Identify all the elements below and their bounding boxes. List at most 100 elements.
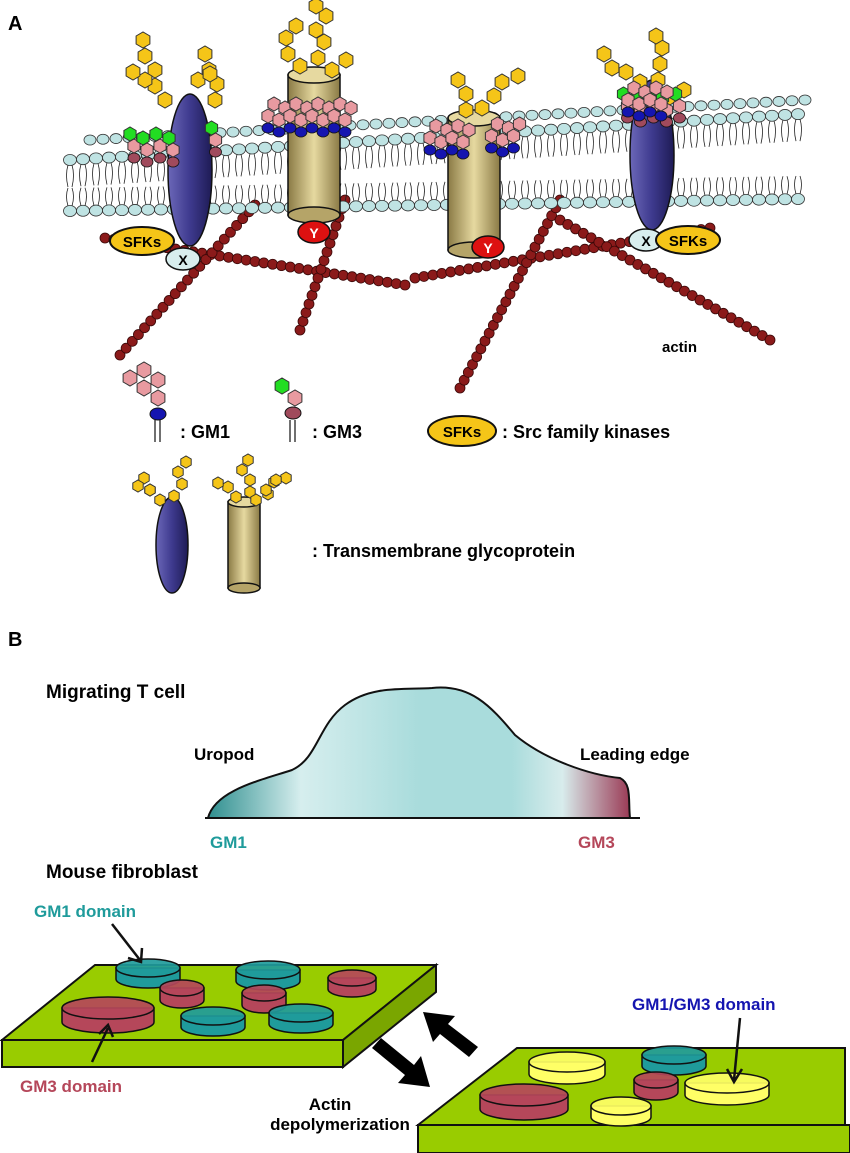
sugar-residue [510, 67, 526, 85]
lipid-head [726, 112, 740, 125]
lipid-tail [222, 155, 230, 178]
lipid-tail [274, 184, 282, 203]
gm3-domain-label: GM3 domain [20, 1077, 122, 1096]
gm1-sugar [423, 130, 437, 146]
sugar-residue [144, 483, 156, 497]
sugar-residue [652, 55, 668, 73]
gm1-headgroup [149, 407, 167, 421]
gm3-domain-disc [633, 1071, 679, 1101]
gm1-headgroup [283, 122, 297, 134]
sugar-residue [338, 51, 354, 69]
lipid-head [590, 106, 604, 118]
gm1-gm3-domain-disc [590, 1096, 652, 1127]
lipid-tail [378, 182, 386, 201]
lipid-tail [66, 164, 74, 188]
lipid-tail [508, 180, 516, 199]
lipid-head [551, 108, 565, 120]
right-plate-domains [479, 1045, 770, 1127]
gm3-sugar [672, 98, 687, 114]
actin-monomer [114, 349, 126, 361]
lipid-tail [586, 132, 594, 155]
actin-monomer [507, 255, 519, 267]
gm1-headgroup [621, 106, 635, 118]
actin-monomer [231, 220, 242, 231]
gm1-headgroup [294, 126, 308, 138]
lipid-tail [573, 132, 581, 156]
lipid-head [408, 116, 422, 128]
y-badge-left: Y [297, 220, 331, 244]
lipid-tail [677, 126, 685, 149]
sugar-residue [308, 0, 324, 15]
migrating-t-cell-shape [205, 686, 640, 819]
sugar-residue [202, 65, 218, 83]
panel-b-label: B [8, 629, 22, 651]
legend-gm3-label: : GM3 [312, 422, 362, 442]
lipid-head [245, 202, 259, 214]
gm1-sugar [333, 96, 347, 112]
lipid-head [518, 197, 532, 210]
lipid-head [271, 201, 285, 214]
actin-monomer [133, 329, 144, 340]
lipid-tail [157, 186, 165, 205]
sugar-residue [310, 49, 326, 67]
sugar-residue [596, 45, 612, 63]
gm1-headgroup [485, 142, 498, 154]
gm1-domain-disc [268, 1003, 334, 1034]
sugar-residue [150, 389, 166, 407]
arrow-gm1-gm3-domain [725, 1017, 744, 1085]
lipid-head [109, 133, 123, 144]
lipid-head [752, 193, 766, 206]
lipid-tail [352, 183, 360, 202]
gm1-sugar [305, 108, 319, 124]
panel-a-label: A [8, 13, 22, 35]
gm1-sugar [451, 118, 465, 134]
lipid-tail [417, 182, 425, 201]
fibroblast-title: Mouse fibroblast [46, 862, 199, 883]
lipid-head [271, 140, 285, 153]
actin-monomer [764, 334, 776, 346]
actin-monomer [145, 315, 157, 327]
actin-monomer [231, 253, 243, 265]
sugar-residue [222, 480, 234, 494]
lipid-head [583, 121, 597, 134]
lipid-head [258, 141, 272, 154]
gm1-sugar [338, 112, 352, 128]
gm1-headgroup [445, 144, 459, 156]
actin-monomer [399, 279, 411, 291]
lipid-head [765, 193, 779, 206]
actin-monomer [126, 335, 138, 347]
gm1-sugar [327, 108, 341, 124]
sugar-residue [287, 389, 303, 407]
gm3-sugar [140, 142, 154, 158]
x-badge-left: X [165, 247, 201, 271]
lipid-head [362, 135, 376, 148]
lipid-head [772, 96, 786, 107]
lipid-tail [105, 162, 113, 185]
lipid-tail [521, 136, 529, 159]
lipid-tail [729, 176, 737, 196]
lipid-tail [716, 123, 724, 147]
lipid-tail [755, 121, 763, 144]
lipid-head [577, 106, 591, 118]
glycoprotein-cylinder-left [287, 66, 341, 224]
lipid-head [505, 197, 519, 210]
svg-text:X: X [641, 233, 651, 249]
lipid-tail [586, 179, 594, 198]
lipid-head [401, 132, 415, 145]
gm1-headgroup [261, 122, 275, 134]
sugar-residue [138, 471, 150, 485]
gm1-sugar [462, 122, 476, 138]
sugar-residue [604, 59, 620, 77]
gm1-headgroup [327, 122, 341, 134]
lipid-tail [79, 187, 87, 206]
gm1-headgroup [434, 148, 448, 160]
legend-gm1-icon [122, 361, 167, 442]
lipid-tail [131, 186, 139, 206]
lipid-tail [131, 160, 139, 184]
leading-edge-label: Leading edge [580, 745, 690, 764]
lipid-tail [365, 146, 373, 169]
sugar-residue [176, 477, 188, 491]
lipid-head [700, 194, 714, 207]
lipid-tail [703, 124, 711, 147]
